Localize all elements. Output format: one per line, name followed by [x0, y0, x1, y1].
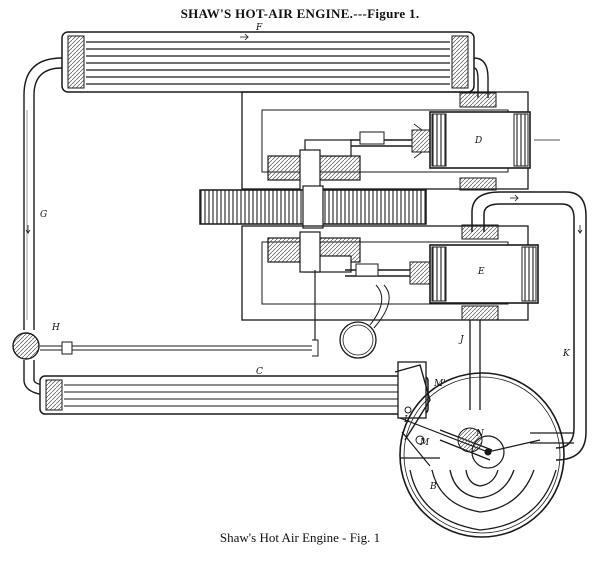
figure-caption: Shaw's Hot Air Engine - Fig. 1 [219, 530, 381, 545]
label-b: B [429, 482, 437, 492]
upper-crank [267, 139, 361, 191]
label-j: J [458, 335, 465, 345]
label-c: C [256, 367, 263, 377]
lower-crank [267, 231, 361, 340]
pipe-g [12, 57, 319, 397]
cylinder-e [345, 244, 539, 304]
label-f: F [255, 23, 263, 33]
label-d: D [474, 136, 482, 146]
label-m: M [419, 438, 430, 448]
label-h: H [51, 323, 60, 333]
cylinder-d [350, 111, 560, 169]
regenerator-c [39, 361, 429, 419]
governor-loop [339, 284, 390, 359]
label-m-prime: M' [433, 379, 446, 389]
label-l: L [403, 415, 410, 425]
pipe-k [471, 191, 587, 461]
lower-frame [241, 224, 529, 321]
label-n: N [475, 429, 485, 439]
furnace-wheel [394, 364, 574, 538]
label-e: E [477, 267, 485, 277]
flywheel [199, 185, 427, 229]
pipe-f-to-d [473, 57, 489, 98]
figure-title: SHAW'S HOT-AIR ENGINE.---Figure 1. [180, 6, 420, 21]
label-k: K [562, 349, 571, 359]
heater-f [61, 31, 475, 93]
pipe-j [469, 320, 481, 410]
label-g: G [40, 210, 47, 220]
